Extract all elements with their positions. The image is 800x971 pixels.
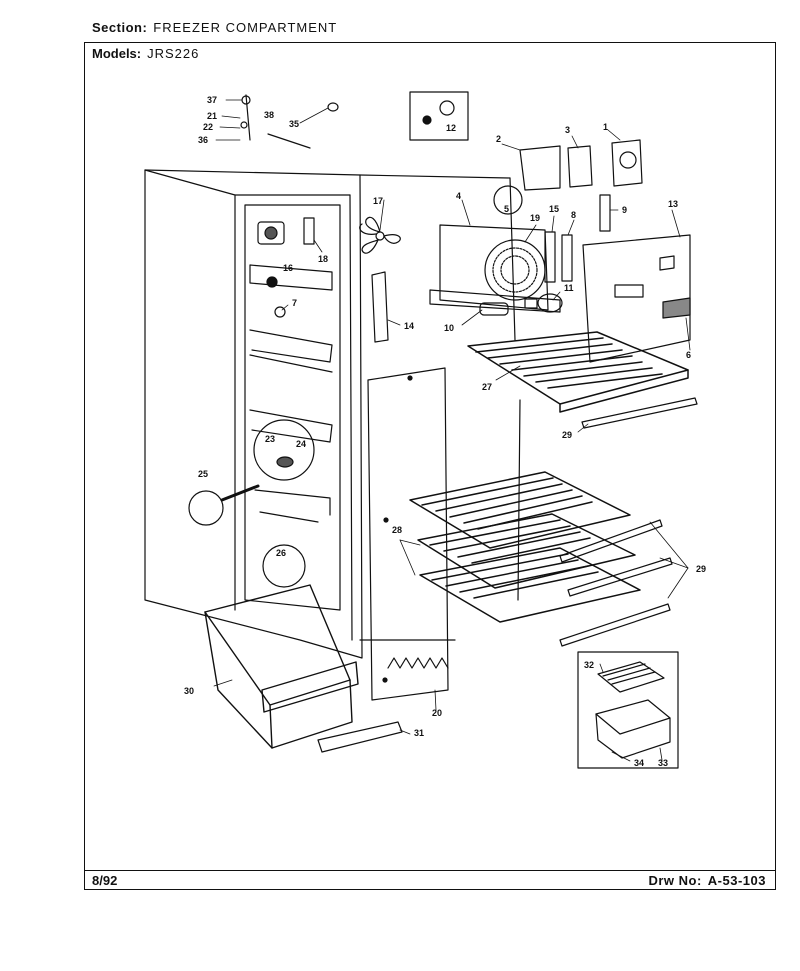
callout-37: 37 [207, 95, 217, 105]
cabinet-outline [144, 169, 521, 659]
callout-8: 8 [571, 210, 576, 220]
callout-33: 33 [658, 758, 668, 768]
callout-25: 25 [198, 469, 208, 479]
callout-12: 12 [446, 123, 456, 133]
callout-20: 20 [432, 708, 442, 718]
callout-27: 27 [482, 382, 492, 392]
callout-17: 17 [373, 196, 383, 206]
callout-32: 32 [584, 660, 594, 670]
callout-3: 3 [565, 125, 570, 135]
upper-shelf [467, 331, 689, 413]
callout-15: 15 [549, 204, 559, 214]
evaporator-cover [429, 224, 561, 313]
detail-circle-26 [262, 544, 306, 588]
callout-19: 19 [530, 213, 540, 223]
callout-23: 23 [265, 434, 275, 444]
callout-31: 31 [414, 728, 424, 738]
callout-28: 28 [392, 525, 402, 535]
callout-24: 24 [296, 439, 306, 449]
ice-tray-inset [577, 651, 679, 769]
light-assembly [479, 293, 563, 316]
part-7-fastener [274, 306, 286, 318]
inset-12 [409, 91, 469, 141]
models-heading: Models: JRS226 [92, 46, 199, 61]
lower-shelves [409, 471, 641, 623]
callout-29: 29 [562, 430, 572, 440]
bracket-14 [371, 271, 389, 343]
callout-29-lower: 29 [696, 564, 706, 574]
callout-1: 1 [603, 122, 608, 132]
models-value: JRS226 [147, 46, 200, 61]
liner-ledges [249, 264, 333, 523]
callout-13: 13 [668, 199, 678, 209]
callout-6: 6 [686, 350, 691, 360]
section-label: Section: [92, 20, 148, 35]
callout-35: 35 [289, 119, 299, 129]
callout-10: 10 [444, 323, 454, 333]
control-18 [303, 217, 315, 245]
door-rail [317, 721, 403, 753]
footer-rule [84, 870, 776, 871]
callout-14: 14 [404, 321, 414, 331]
drawing-number: Drw No: A-53-103 [648, 873, 766, 888]
detail-circle-23-24 [253, 419, 315, 481]
callout-9: 9 [622, 205, 627, 215]
callout-11: 11 [564, 283, 574, 293]
callout-26: 26 [276, 548, 286, 558]
callout-4: 4 [456, 191, 461, 201]
revision-date: 8/92 [92, 873, 118, 888]
drawing-label: Drw No: [648, 873, 702, 888]
drawing-frame [84, 42, 776, 890]
callout-34: 34 [634, 758, 644, 768]
callout-22: 22 [203, 122, 213, 132]
callout-38: 38 [264, 110, 274, 120]
models-label: Models: [92, 46, 142, 61]
section-heading: Section: FREEZER COMPARTMENT [92, 20, 337, 35]
detail-circle-25 [188, 490, 224, 526]
top-right-parts [493, 139, 643, 283]
part-24-knob [276, 456, 294, 468]
callout-21: 21 [207, 111, 217, 121]
callout-7: 7 [292, 298, 297, 308]
top-left-parts [240, 94, 339, 149]
thermostat-16 [257, 221, 285, 245]
leader-lines [213, 99, 691, 762]
callout-16: 16 [283, 263, 293, 273]
indicator-dot-left [266, 276, 278, 288]
back-panel-13 [582, 234, 691, 363]
callout-30: 30 [184, 686, 194, 696]
leader-25 [220, 484, 260, 502]
divider-panel [367, 367, 449, 701]
section-value: FREEZER COMPARTMENT [153, 20, 338, 35]
storage-bin [204, 584, 359, 749]
shelf-rails [559, 397, 698, 647]
drawing-value: A-53-103 [707, 873, 766, 888]
callout-2: 2 [496, 134, 501, 144]
callout-18: 18 [318, 254, 328, 264]
fan-blade [359, 216, 401, 254]
callout-5: 5 [504, 204, 509, 214]
callout-36: 36 [198, 135, 208, 145]
